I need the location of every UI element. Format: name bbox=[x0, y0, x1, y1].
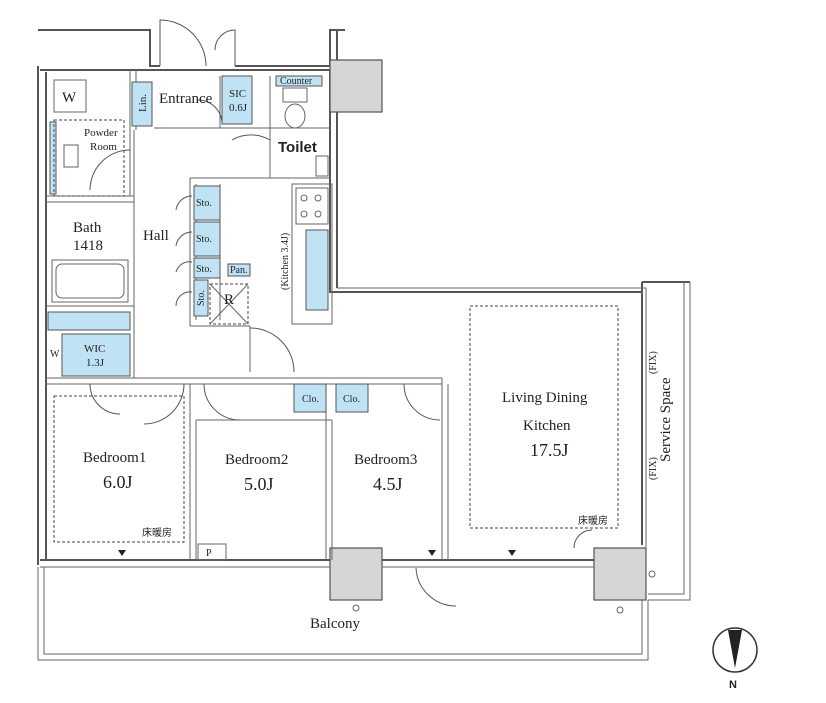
service-space-label: Service Space bbox=[658, 377, 674, 462]
bath-label: Bath bbox=[73, 220, 102, 236]
north-compass: N bbox=[712, 627, 758, 691]
kitchen-label: (Kitchen 3.4J) bbox=[280, 233, 291, 290]
ldk-label-2: Kitchen bbox=[523, 418, 571, 434]
fixtures bbox=[47, 75, 369, 413]
counter-fixture bbox=[275, 75, 323, 87]
bedroom1-label: Bedroom1 bbox=[83, 450, 146, 466]
toilet-fixture bbox=[282, 87, 329, 177]
pipe-space-label: P bbox=[206, 548, 212, 559]
entrance-label: Entrance bbox=[159, 91, 213, 107]
floor-heating-ldk bbox=[469, 305, 619, 529]
sto-label-1: Sto. bbox=[196, 198, 212, 209]
sic-cabinet bbox=[221, 75, 253, 125]
sic-size: 0.6J bbox=[229, 102, 248, 114]
bedroom2-size: 5.0J bbox=[244, 474, 274, 494]
linen-cabinet bbox=[131, 81, 153, 127]
bedroom3-label: Bedroom3 bbox=[354, 452, 417, 468]
bedroom3-size: 4.5J bbox=[373, 474, 403, 494]
pillar-ne bbox=[329, 59, 383, 113]
sto-label-3: Sto. bbox=[196, 264, 212, 275]
fix-label-2: (FIX) bbox=[648, 457, 659, 480]
bedroom1-floor-heating: 床暖房 bbox=[142, 526, 172, 539]
powder-room-label-1: Powder bbox=[84, 127, 118, 139]
wic-shelf-top bbox=[47, 311, 131, 331]
refrigerator-space bbox=[209, 283, 249, 325]
fix-label-1: (FIX) bbox=[648, 351, 659, 374]
outer-walls bbox=[37, 29, 691, 661]
sto-4 bbox=[193, 279, 209, 317]
pillar-se bbox=[593, 547, 647, 601]
wic-shelf bbox=[61, 333, 131, 377]
ldk-size: 17.5J bbox=[530, 440, 569, 460]
counter-label: Counter bbox=[280, 76, 313, 87]
powder-sink bbox=[63, 144, 79, 168]
sto-2 bbox=[193, 221, 221, 257]
washer-label: W bbox=[62, 90, 77, 106]
wic-label: WIC bbox=[84, 343, 105, 355]
sto-label-2: Sto. bbox=[196, 234, 212, 245]
bath-size: 1418 bbox=[73, 238, 103, 254]
clo-3 bbox=[335, 383, 369, 413]
refrigerator-label: R bbox=[224, 292, 234, 308]
pillar-s-center bbox=[329, 547, 383, 601]
entry-door bbox=[159, 19, 236, 67]
hall-label: Hall bbox=[143, 228, 169, 244]
sic-label: SIC bbox=[229, 88, 246, 100]
pantry bbox=[227, 263, 251, 277]
pipe-space bbox=[197, 543, 227, 561]
ldk-floor-heating: 床暖房 bbox=[578, 514, 608, 527]
wic-w-label: W bbox=[50, 349, 60, 360]
bathtub bbox=[51, 259, 129, 303]
clo-label-2: Clo. bbox=[302, 394, 319, 405]
wic-size: 1.3J bbox=[86, 357, 105, 369]
sto-label-4: Sto. bbox=[196, 290, 207, 306]
bedroom1-size: 6.0J bbox=[103, 472, 133, 492]
window-markers bbox=[118, 550, 516, 556]
sto-1 bbox=[193, 185, 221, 221]
sto-3 bbox=[193, 257, 221, 279]
ldk-label-1: Living Dining bbox=[502, 390, 588, 406]
compass-n-label: N bbox=[729, 679, 737, 691]
kitchen-sink bbox=[305, 229, 329, 311]
clo-2 bbox=[293, 383, 327, 413]
toilet-label: Toilet bbox=[278, 139, 317, 156]
washer-box bbox=[53, 79, 87, 113]
balcony-label: Balcony bbox=[310, 616, 360, 632]
clo-label-3: Clo. bbox=[343, 394, 360, 405]
bedroom2-label: Bedroom2 bbox=[225, 452, 288, 468]
powder-cabinet bbox=[49, 121, 57, 195]
floor-heating-bedroom1 bbox=[53, 395, 185, 543]
powder-dash bbox=[53, 119, 125, 197]
interior-doors bbox=[89, 99, 593, 607]
linen-label: Lin. bbox=[137, 94, 149, 112]
pantry-label: Pan. bbox=[230, 265, 248, 276]
powder-room-label-2: Room bbox=[90, 141, 117, 153]
stove bbox=[291, 183, 333, 325]
